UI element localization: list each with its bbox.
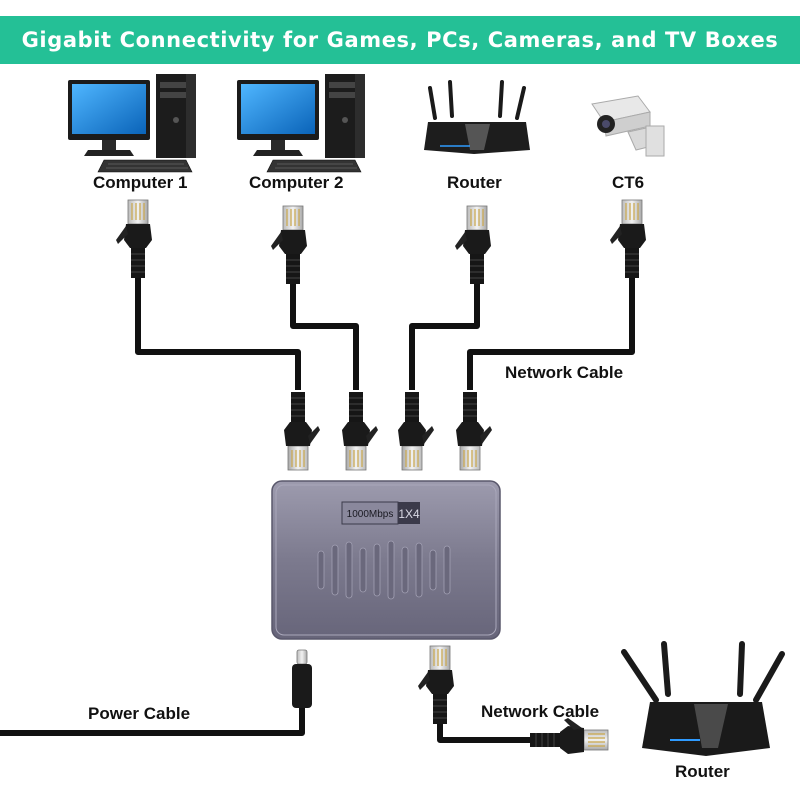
plug-port-2-icon [341,391,379,471]
plug-port-4-icon [455,391,493,471]
vent-groove [373,543,381,597]
plug-bottom-up-icon [417,645,455,725]
vent-groove [387,540,395,600]
plug-computer-2-icon [270,205,308,285]
vent-groove [317,550,325,590]
label-network-cable-top: Network Cable [505,363,624,382]
label-network-cable-bottom: Network Cable [481,702,600,721]
vent-groove [359,547,367,593]
vent-groove [345,541,353,599]
plug-camera-icon [609,199,647,279]
router-bottom-icon [621,641,785,756]
title-banner: Gigabit Connectivity for Games, PCs, Cam… [0,16,800,64]
camera-icon [591,95,665,157]
switch-speed-label: 1000Mbps [347,509,394,520]
label-power-cable: Power Cable [88,704,191,723]
plug-port-1-icon [283,391,321,471]
label-router-bottom: Router [675,762,730,781]
switch-port-label: 1X4 [398,507,420,521]
label-camera: CT6 [612,173,645,192]
plug-router-top-icon [454,205,492,285]
computer-1-icon [67,73,197,173]
ethernet-switch [271,480,501,640]
router-top-icon [424,80,530,154]
banner-title: Gigabit Connectivity for Games, PCs, Cam… [21,28,779,52]
plug-port-3-icon [397,391,435,471]
computer-2-icon [236,73,366,173]
label-router-top: Router [447,173,502,192]
vent-groove [401,546,409,594]
label-computer-1: Computer 1 [93,173,188,192]
switch-vent-grooves [317,540,451,600]
label-computer-2: Computer 2 [249,173,344,192]
usb-c-plug-icon [292,649,312,708]
vent-groove [429,549,437,591]
vent-groove [415,542,423,598]
plug-computer-1-icon [115,199,153,279]
vent-groove [443,545,451,595]
vent-groove [331,544,339,596]
plug-bottom-right-icon [529,717,609,755]
